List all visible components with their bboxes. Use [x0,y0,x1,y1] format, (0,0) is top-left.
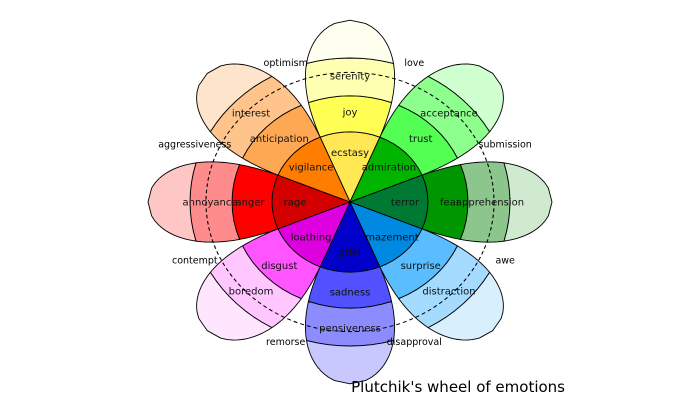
emotion-petals: ecstasy joy serenity admiration trust accepta… [147,19,553,385]
dyad-label: love [404,58,424,69]
petal-band [427,271,504,341]
emotion-label-mild: acceptance [420,108,478,119]
emotion-label-mild: boredom [229,287,274,298]
petal-band [306,19,394,64]
dyad-label: disapproval [387,337,442,348]
emotion-label-mild: apprehension [456,198,524,209]
petal-band [147,162,197,242]
emotion-label-intense: admiration [362,163,416,174]
emotion-label-basic: fear [440,198,461,209]
petal-joy: ecstasy joy serenity [304,19,396,203]
emotion-label-basic: disgust [261,261,297,272]
emotion-label-basic: trust [409,134,433,145]
dyad-labels: love submission awe disapproval remorse conte… [158,58,532,348]
emotion-label-mild: interest [232,108,270,119]
emotion-label-mild: distraction [422,287,475,298]
petal-anticipation: vigilance anticipation interest [196,63,351,203]
petal-band [503,162,553,242]
emotion-label-intense: vigilance [289,163,334,174]
emotion-label-basic: sadness [330,288,371,299]
dyad-label: optimism [264,58,308,69]
petal-disgust: loathing disgust boredom [196,201,351,341]
petal-band [427,63,504,133]
emotion-label-basic: anticipation [250,134,309,145]
petal-band [196,271,273,341]
emotion-label-intense: loathing [291,233,332,244]
petal-band [306,340,394,385]
emotion-label-intense: grief [339,247,362,258]
petal-surprise: amazement surprise distraction [349,201,504,341]
petal-band [196,63,273,133]
emotion-label-mild: pensiveness [319,324,381,335]
emotion-label-basic: anger [235,198,265,209]
dyad-label: remorse [266,337,305,348]
emotion-label-intense: rage [284,198,307,209]
dyad-label: submission [479,140,532,151]
diagram-title: Plutchik's wheel of emotions [351,378,565,396]
emotion-label-intense: ecstasy [331,148,369,159]
dyad-label: aggressiveness [158,140,231,151]
dyad-ring [205,71,495,333]
emotion-label-intense: amazement [359,233,419,244]
emotion-label-intense: terror [391,198,420,209]
emotion-label-mild: annoyance [183,198,238,209]
emotion-label-basic: joy [342,108,358,119]
emotion-label-mild: serenity [330,72,370,83]
petal-trust: admiration trust acceptance [349,63,504,203]
dyad-label: contempt [172,255,218,266]
emotion-label-basic: surprise [401,261,441,272]
dyad-label: awe [495,255,515,266]
petal-sadness: grief sadness pensiveness [304,201,396,385]
